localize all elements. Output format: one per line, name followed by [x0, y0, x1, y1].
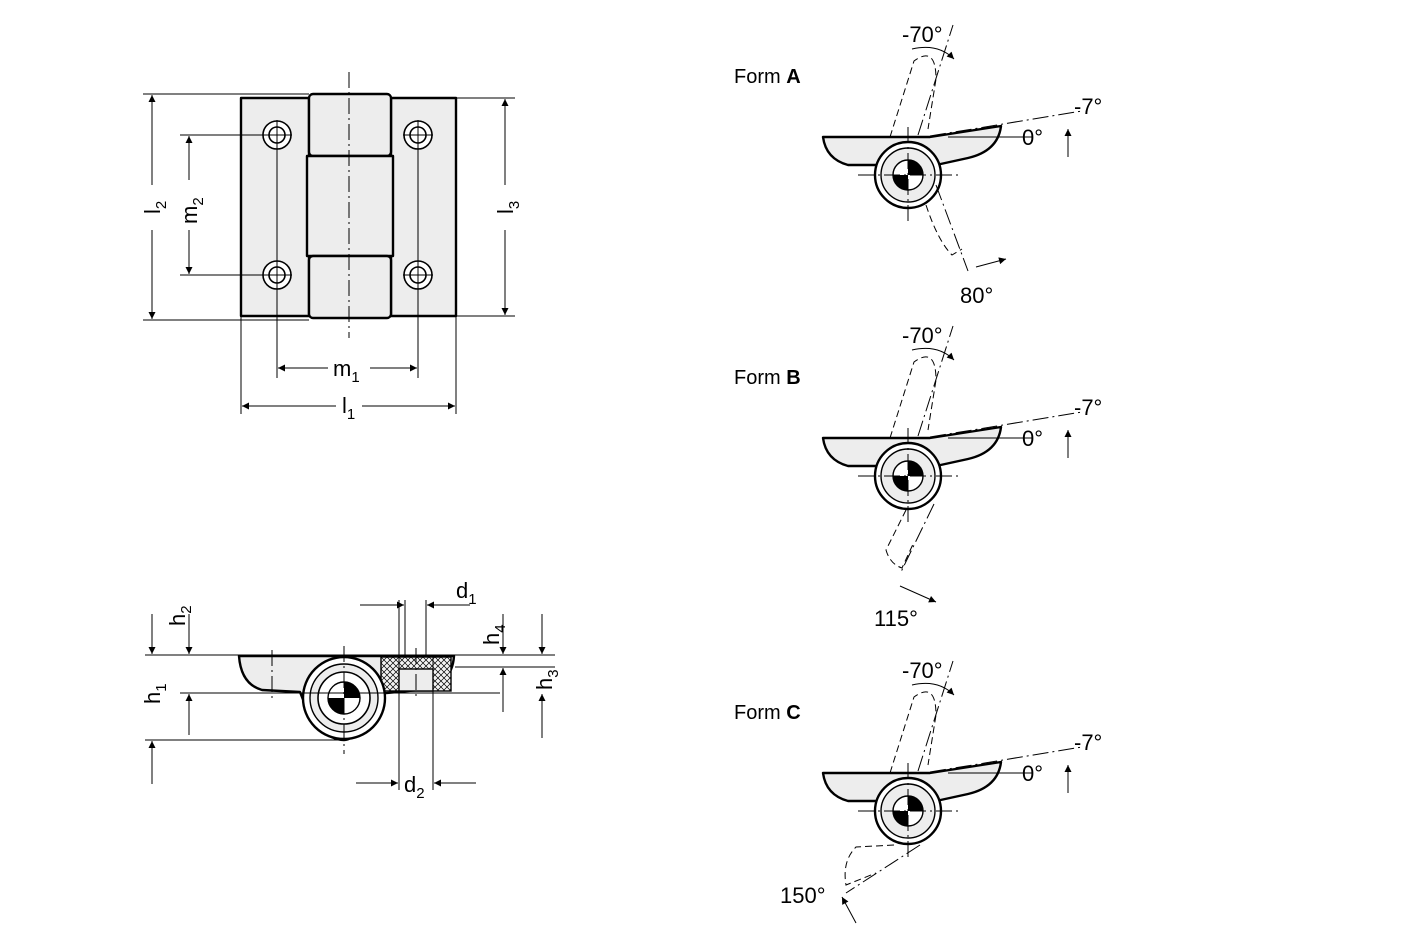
- open-angle-arrow: [911, 682, 955, 696]
- m1-label: m1: [333, 356, 360, 386]
- d2-label: d2: [404, 772, 425, 802]
- hinge-knuckle-bottom: [307, 254, 393, 320]
- tilt-angle-label: -7°: [1074, 94, 1102, 119]
- close-position-line: [899, 503, 935, 575]
- dimension-h2: h2: [148, 605, 195, 654]
- tilt-reference-line: [929, 110, 1083, 137]
- open-angle-label: -70°: [902, 323, 943, 348]
- tilt-angle-label: -7°: [1074, 730, 1102, 755]
- dimension-h3: h3: [532, 614, 562, 738]
- forms: Form A-70°-7°0°80°Form B-70°-7°0°115°For…: [734, 22, 1102, 924]
- close-angle-arrow: [975, 257, 1007, 268]
- form-label: Form A: [734, 66, 801, 88]
- l2-label: l2: [140, 201, 170, 214]
- zero-angle-label: 0°: [1022, 426, 1043, 451]
- close-position-line: [935, 184, 969, 272]
- close-angle-arrow: [899, 585, 937, 603]
- open-angle-arrow: [911, 347, 955, 361]
- zero-angle-label: 0°: [1022, 125, 1043, 150]
- zero-angle-label: 0°: [1022, 761, 1043, 786]
- form-label: Form B: [734, 367, 801, 389]
- h4-label: h4: [479, 624, 509, 645]
- close-position-line: [845, 844, 921, 894]
- hinge-side-view: h2 h1 h4 h3: [140, 578, 562, 802]
- l1-label: l1: [342, 393, 355, 423]
- open-position-ghost: [889, 55, 937, 138]
- form-a-diagram: Form A -70° -7° 0° 80°: [734, 22, 1102, 308]
- dimension-m1: m1: [278, 356, 417, 386]
- form-c-diagram: Form C -70° -7° 0° 150°: [734, 658, 1102, 924]
- close-angle-arrow: [841, 896, 857, 924]
- close-position-ghost: [844, 844, 895, 886]
- hinge-top-view: l2 m2 l3 m1 l1: [140, 72, 523, 423]
- m2-label: m2: [177, 197, 207, 224]
- close-angle-label: 80°: [960, 283, 993, 308]
- h2-label: h2: [165, 605, 195, 626]
- form-b-diagram: Form B -70° -7° 0° 115°: [734, 323, 1102, 631]
- tilt-angle-label: -7°: [1074, 395, 1102, 420]
- dimension-d1: d1: [360, 578, 477, 609]
- close-position-ghost: [925, 204, 963, 256]
- dimension-h4: h4: [479, 614, 509, 712]
- form-label: Form C: [734, 702, 801, 724]
- tilt-reference-line: [929, 411, 1083, 438]
- dimension-d2: d2: [356, 772, 476, 802]
- close-angle-label: 150°: [780, 883, 826, 908]
- l3-label: l3: [493, 201, 523, 214]
- close-angle-label: 115°: [874, 606, 918, 631]
- open-angle-label: -70°: [902, 658, 943, 683]
- open-angle-label: -70°: [902, 22, 943, 47]
- h3-label: h3: [532, 669, 562, 690]
- hinge-knuckle-middle: [305, 154, 395, 258]
- dimension-l2: l2: [140, 95, 170, 319]
- d1-label: d1: [456, 578, 477, 608]
- dimension-l3: l3: [493, 99, 523, 315]
- h1-label: h1: [140, 683, 170, 704]
- dimension-m2: m2: [177, 136, 207, 274]
- tilt-reference-line: [929, 746, 1083, 773]
- hinge-knuckle-top: [307, 92, 393, 158]
- open-position-ghost: [889, 356, 937, 439]
- open-position-ghost: [889, 691, 937, 774]
- close-position-ghost: [885, 509, 915, 569]
- dimension-h1: h1: [140, 683, 193, 784]
- open-angle-arrow: [911, 46, 955, 60]
- dimension-l1: l1: [242, 393, 455, 423]
